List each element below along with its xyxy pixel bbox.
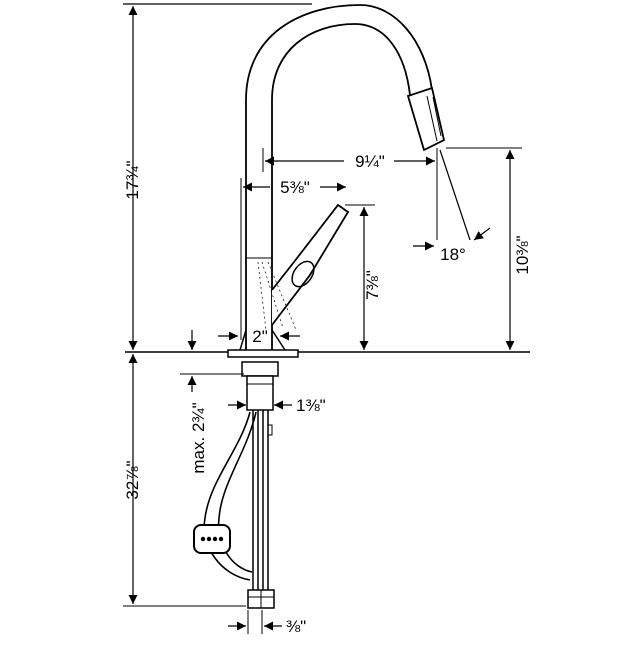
- dim-spout-outlet-height: 10⅜": [446, 147, 532, 350]
- label-max-deck-thickness: max. 2¾": [189, 402, 208, 473]
- label-below-deck-length: 32⅞": [123, 460, 142, 499]
- label-shank-diameter: 1⅜": [296, 396, 326, 415]
- faucet-body: [227, 4, 446, 358]
- faucet-column-inner: [271, 23, 411, 350]
- dim-overall-height: 17¾": [123, 3, 312, 350]
- under-deck-assembly: [193, 361, 279, 609]
- hose-weight: [193, 524, 231, 554]
- dim-max-deck-thickness: max. 2¾": [180, 330, 244, 474]
- dim-base-width: 2": [218, 327, 300, 346]
- shank: [246, 375, 274, 411]
- spray-head: [406, 86, 446, 152]
- dim-below-deck-length: 32⅞": [123, 354, 246, 607]
- base-plate: [227, 349, 299, 358]
- spray-hose: [203, 411, 251, 581]
- label-handle-offset: 5⅜": [280, 178, 310, 197]
- handle-lever: [271, 203, 350, 326]
- mounting-nut: [241, 361, 279, 377]
- label-spout-outlet-height: 10⅜": [513, 235, 532, 274]
- label-overall-height: 17¾": [123, 160, 142, 199]
- dim-handle-height: 7⅜": [345, 204, 382, 350]
- label-connection-size: ⅜": [286, 617, 306, 636]
- faucet-column: [245, 4, 433, 350]
- dim-spout-reach: 9¼": [262, 148, 438, 240]
- label-base-width: 2": [252, 327, 268, 346]
- label-handle-height: 7⅜": [363, 270, 382, 300]
- label-spout-reach: 9¼": [355, 152, 385, 171]
- dim-spray-angle: 18°: [413, 149, 491, 264]
- label-spray-angle: 18°: [440, 245, 466, 264]
- dim-shank-diameter: 1⅜": [228, 396, 326, 415]
- dim-connection-size: ⅜": [228, 610, 306, 636]
- dim-handle-offset: 5⅜": [240, 178, 346, 340]
